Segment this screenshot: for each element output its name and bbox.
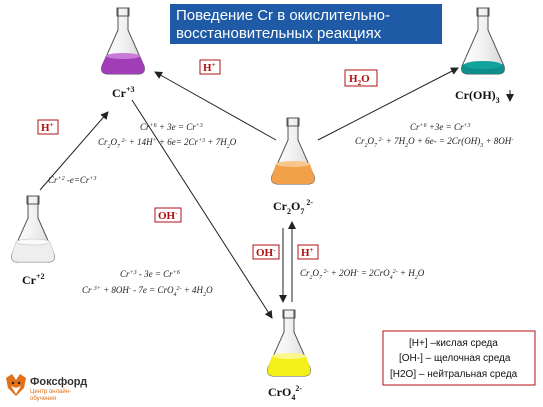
condition-text: H2O bbox=[349, 73, 370, 87]
legend: [H+] –кислая среда [OH-] – щелочная сред… bbox=[382, 330, 536, 386]
condition-text: OH- bbox=[256, 246, 276, 259]
flask-liquid-surface bbox=[272, 353, 306, 359]
label-cro4: CrO42- bbox=[268, 384, 302, 402]
legend-acid: [H+] –кислая среда bbox=[409, 338, 498, 349]
equation-cr2o7-to-cr3-half: Cr+6 + 3e = Cr+3 bbox=[140, 122, 203, 132]
equation-cr2o7-to-cr3-full: Cr2O7 2- + 14H+ + 6e= 2Cr+3 + 7H2O bbox=[98, 137, 237, 150]
logo-sub-1: Центр онлайн- bbox=[30, 388, 71, 395]
flask-liquid bbox=[271, 164, 315, 184]
equation-cr3-to-cro4-full: Cr 3+ + 8OH- - 7e = CrO42- + 4H2O bbox=[82, 285, 213, 298]
condition-text: OH- bbox=[158, 209, 178, 222]
condition-text: H+ bbox=[301, 246, 314, 259]
condition-oh-mid: OH- bbox=[154, 207, 182, 223]
equation-cr2o7-to-croh3-full: Cr2O7 2- + 7H2O + 6e- = 2Cr(OH)3 + 8OH- bbox=[355, 136, 513, 149]
condition-box bbox=[344, 69, 378, 87]
flask-liquid bbox=[267, 356, 311, 376]
flask-liquid-surface bbox=[276, 161, 310, 167]
condition-h-top: H+ bbox=[199, 59, 221, 75]
condition-h-up: H+ bbox=[297, 244, 319, 260]
condition-h-left: H+ bbox=[37, 119, 59, 135]
arrow-cr2o7-to-cr3 bbox=[154, 71, 277, 141]
flask-liquid bbox=[11, 241, 55, 263]
legend-box bbox=[382, 330, 536, 386]
flask-liquid-surface bbox=[106, 53, 140, 59]
title-line-2: восстановительных реакциях bbox=[176, 25, 382, 42]
arrow-cr3-to-cro4 bbox=[131, 99, 273, 319]
flask-cr2o7 bbox=[271, 117, 315, 185]
flask-cro4 bbox=[267, 309, 311, 377]
condition-box bbox=[252, 244, 280, 260]
arrow-cr2o7-to-croh3 bbox=[317, 67, 459, 141]
flask-neck bbox=[476, 7, 490, 17]
condition-oh-down: OH- bbox=[252, 244, 280, 260]
flask-neck bbox=[116, 7, 130, 17]
flask-croh3 bbox=[461, 7, 505, 75]
title-line-1: Поведение Cr в окислительно- bbox=[176, 7, 390, 24]
flask-liquid bbox=[101, 56, 145, 74]
label-cr2: Cr+2 bbox=[22, 272, 45, 287]
condition-h2o: H2O bbox=[344, 69, 378, 87]
legend-neutral: [H2O] – нейтральная среда bbox=[390, 369, 518, 380]
condition-box bbox=[37, 119, 59, 135]
flask-liquid-surface bbox=[15, 238, 51, 246]
flask-neck bbox=[286, 117, 300, 127]
flask-neck bbox=[282, 309, 296, 319]
flask-neck bbox=[26, 195, 40, 205]
equation-cr2-to-cr3: Cr+2 -e=Cr+3 bbox=[48, 175, 96, 185]
arrow-cr2-to-cr3 bbox=[39, 111, 109, 191]
flask-cr2 bbox=[11, 195, 55, 263]
flask-liquid-surface bbox=[464, 61, 502, 69]
title-background bbox=[170, 4, 442, 44]
label-cr3: Cr+3 bbox=[112, 85, 135, 100]
label-cr2o7: Cr2O7 2- bbox=[273, 198, 313, 216]
logo-sub-2: обучения bbox=[30, 396, 56, 402]
equation-cr3-to-cro4-half: Cr+3 - 3e = Cr+6 bbox=[120, 269, 180, 279]
equation-cr2o7-to-croh3-half: Cr+6 +3e = Cr+3 bbox=[410, 122, 471, 132]
title-banner: Поведение Cr в окислительно- восстановит… bbox=[170, 4, 442, 44]
equation-equilibrium: Cr2O7 2- + 2OH- = 2CrO42- + H2O bbox=[300, 268, 425, 281]
label-croh3: Cr(OH)3 bbox=[455, 88, 500, 105]
condition-box bbox=[199, 59, 221, 75]
logo-name: Фоксфорд bbox=[30, 376, 87, 388]
flask-cr3 bbox=[101, 7, 145, 75]
legend-alkaline: [OH-] – щелочная среда bbox=[399, 353, 511, 364]
condition-box bbox=[154, 207, 182, 223]
condition-text: H+ bbox=[41, 121, 54, 134]
foxford-logo: Фоксфорд Центр онлайн- обучения bbox=[6, 374, 87, 402]
condition-text: H+ bbox=[203, 61, 216, 74]
condition-box bbox=[297, 244, 319, 260]
fox-icon bbox=[6, 374, 26, 396]
